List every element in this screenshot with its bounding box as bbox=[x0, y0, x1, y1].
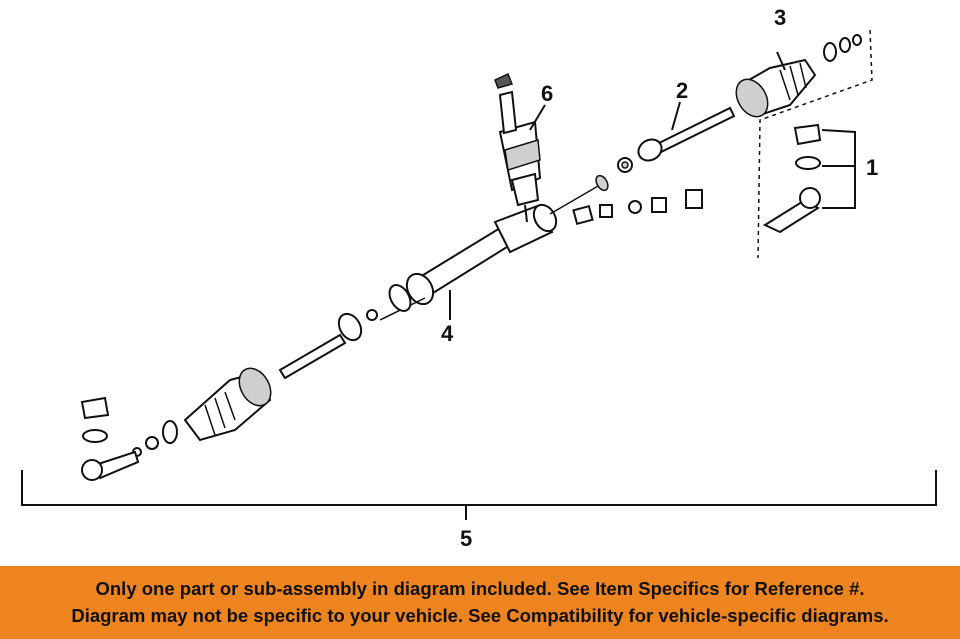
steering-rack-exploded-diagram: 1 2 3 4 5 6 bbox=[21, 5, 937, 551]
disclaimer-line-1: Only one part or sub-assembly in diagram… bbox=[95, 578, 865, 599]
assembly-bracket bbox=[21, 470, 937, 520]
disclaimer-banner: Only one part or sub-assembly in diagram… bbox=[0, 566, 960, 639]
tie-rod-end-left bbox=[80, 396, 140, 481]
center-fittings bbox=[572, 189, 703, 226]
rack-housing bbox=[379, 174, 609, 321]
inner-tie-rod-right bbox=[617, 106, 736, 173]
callout-1: 1 bbox=[866, 155, 878, 180]
callout-5: 5 bbox=[460, 526, 472, 551]
callout-2: 2 bbox=[676, 78, 688, 103]
tie-rod-end-right bbox=[762, 123, 856, 234]
boot-left bbox=[132, 367, 272, 457]
pinion-valve-housing bbox=[494, 72, 542, 223]
callout-6: 6 bbox=[541, 81, 553, 106]
inner-tie-rod-left bbox=[278, 309, 378, 380]
boot-right bbox=[735, 29, 873, 259]
leader-lines bbox=[449, 51, 786, 320]
callout-4: 4 bbox=[441, 321, 454, 346]
disclaimer-line-2: Diagram may not be specific to your vehi… bbox=[71, 605, 889, 626]
callout-3: 3 bbox=[774, 5, 786, 30]
